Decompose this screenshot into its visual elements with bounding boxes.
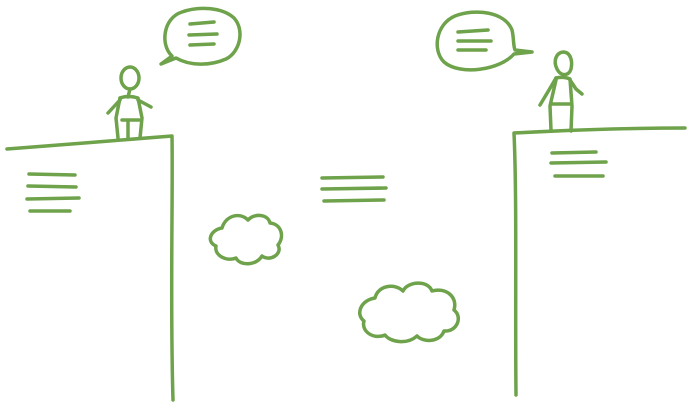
- left-person-figure: [108, 67, 151, 138]
- right-person-figure: [540, 52, 582, 131]
- gap-text-lines: [322, 177, 386, 201]
- left-speech-bubble: [161, 8, 240, 64]
- right-speech-bubble: [437, 12, 532, 70]
- large-cloud: [360, 283, 459, 341]
- small-cloud: [210, 215, 281, 263]
- right-cliff-edge: [514, 128, 685, 395]
- right-cliff-text-lines: [551, 152, 606, 176]
- left-cliff-text-lines: [27, 174, 79, 211]
